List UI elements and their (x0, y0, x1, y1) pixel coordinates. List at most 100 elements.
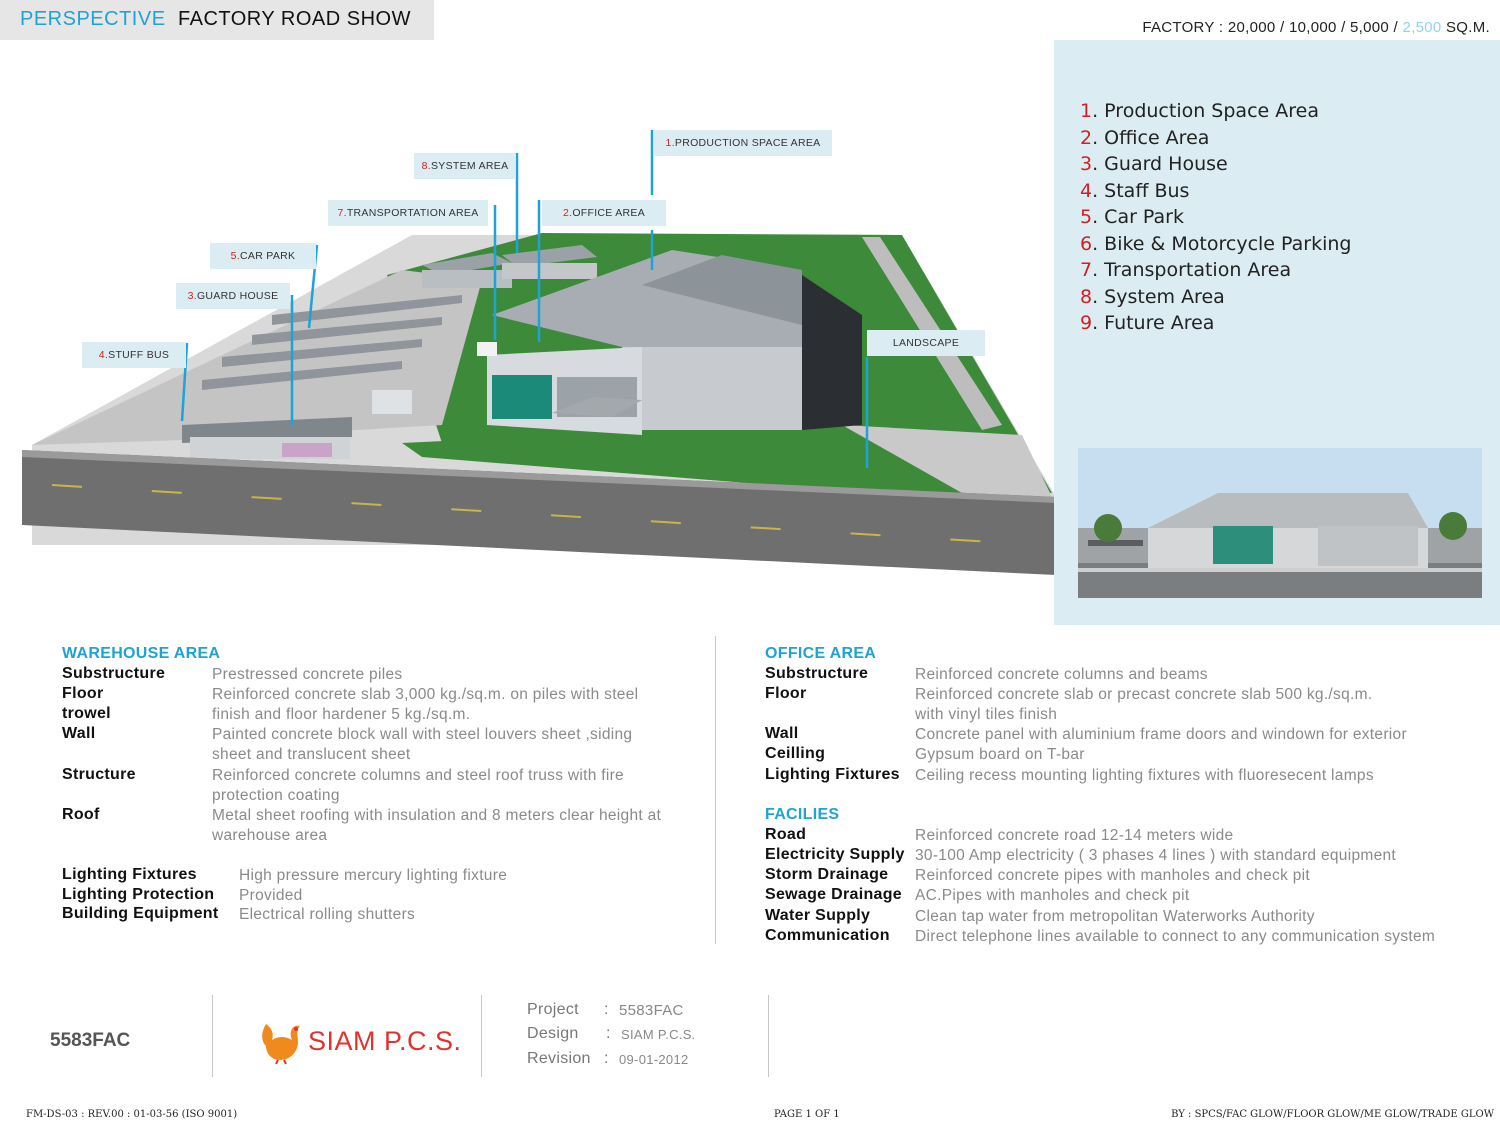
legend-item: 5. Car Park (1080, 206, 1184, 228)
callout-car-park: 5.CAR PARK (210, 243, 316, 269)
spec-value: sheet and translucent sheet (212, 746, 411, 763)
drawing-code: 5583FAC (50, 1030, 131, 1051)
legend-item: 2. Office Area (1080, 126, 1210, 149)
column-divider (715, 636, 716, 944)
rooster-logo-icon (258, 1020, 304, 1065)
legend-item: 3. Guard House (1080, 153, 1228, 175)
spec-value: Clean tap water from metropolitan Waterw… (915, 908, 1315, 925)
revision-label: Revision (527, 1050, 591, 1067)
callout-number: 2. (562, 207, 573, 219)
project-value: 5583FAC (619, 1002, 684, 1019)
factory-sizes: FACTORY : 20,000 / 10,000 / 5,000 / 2,50… (1142, 19, 1490, 36)
callout-label: TRANSPORTATION AREA (346, 207, 479, 219)
spec-value: Gypsum board on T-bar (915, 746, 1085, 763)
spec-value: Reinforced concrete columns and steel ro… (212, 767, 624, 784)
page-title: FACTORY ROAD SHOW (178, 8, 411, 30)
warehouse-area-title: WAREHOUSE AREA (62, 645, 221, 662)
spec-value: Reinforced concrete columns and beams (915, 666, 1208, 683)
spec-key: Roof (62, 806, 100, 823)
spec-value: Reinforced concrete road 12-14 meters wi… (915, 827, 1234, 844)
spec-value: Reinforced concrete pipes with manholes … (915, 867, 1310, 884)
callout-label: OFFICE AREA (572, 207, 646, 219)
callout-transportation-area: 7.TRANSPORTATION AREA (328, 200, 488, 226)
spec-key: Floor (62, 685, 104, 702)
design-label: Design (527, 1025, 579, 1042)
page-number: PAGE 1 OF 1 (774, 1109, 840, 1120)
spec-value: AC.Pipes with manholes and check pit (915, 887, 1190, 904)
legend-item: 8. System Area (1080, 285, 1225, 308)
spec-key: Substructure (765, 665, 869, 682)
callout-system-area: 8.SYSTEM AREA (414, 153, 516, 179)
spec-key: Lighting Fixtures (765, 766, 900, 783)
legend-item: 7. Transportation Area (1080, 259, 1292, 281)
revision-value: 09-01-2012 (619, 1052, 689, 1067)
spec-value: Direct telephone lines available to conn… (915, 928, 1436, 945)
spec-key: Building Equipment (62, 905, 219, 922)
spec-value: finish and floor hardener 5 kg./sq.m. (212, 706, 471, 723)
sizes-prefix: FACTORY : 20,000 / 10,000 / 5,000 / (1142, 19, 1403, 36)
spec-value: Reinforced concrete slab 3,000 kg./sq.m.… (212, 686, 639, 703)
spec-value: High pressure mercury lighting fixture (239, 867, 508, 884)
company-logo-text: SIAM P.C.S. (308, 1026, 462, 1056)
sizes-highlight: 2,500 (1402, 19, 1442, 36)
colon: : (604, 1050, 609, 1067)
spec-value: Concrete panel with aluminium frame door… (915, 726, 1407, 743)
design-value: SIAM P.C.S. (621, 1027, 696, 1042)
site-plan-drawing (22, 130, 1056, 575)
spec-value: Provided (239, 887, 303, 904)
callout-guard-house: 3.GUARD HOUSE (176, 283, 290, 309)
spec-value: Reinforced concrete slab or precast conc… (915, 686, 1373, 703)
callout-number: 3. (187, 290, 197, 302)
facilities-title: FACILIES (765, 806, 840, 823)
spec-value: Metal sheet roofing with insulation and … (212, 807, 662, 824)
callout-label: LANDSCAPE (892, 337, 960, 349)
form-code: FM-DS-03 : REV.00 : 01-03-56 (ISO 9001) (26, 1109, 238, 1120)
title-bar: PERSPECTIVE FACTORY ROAD SHOW (0, 0, 434, 40)
spec-key: Structure (62, 766, 136, 783)
callout-office-area: 2.OFFICE AREA (542, 200, 666, 226)
spec-key: Wall (62, 725, 96, 742)
prepared-by: BY : SPCS/FAC GLOW/FLOOR GLOW/ME GLOW/TR… (1171, 1109, 1494, 1120)
callout-number: 1. (665, 137, 675, 149)
colon: : (604, 1001, 609, 1018)
spec-key: Sewage Drainage (765, 886, 902, 903)
spec-key: Road (765, 826, 807, 843)
footer-divider (481, 995, 482, 1077)
footer-divider (212, 995, 213, 1077)
spec-value: with vinyl tiles finish (915, 706, 1058, 723)
spec-value: Ceiling recess mounting lighting fixture… (915, 767, 1374, 784)
spec-key: Floor (765, 685, 807, 702)
spec-key: Ceilling (765, 745, 826, 762)
title-accent: PERSPECTIVE (20, 8, 166, 30)
spec-value: protection coating (212, 787, 340, 804)
spec-key: Communication (765, 927, 890, 944)
area-legend-list: 1. Production Space Area 2. Office Area … (1080, 98, 1351, 337)
legend-item: 9. Future Area (1080, 312, 1215, 334)
project-label: Project (527, 1001, 579, 1018)
legend-item: 1. Production Space Area (1080, 100, 1319, 122)
spec-key: Substructure (62, 665, 166, 682)
spec-value: Electrical rolling shutters (239, 906, 416, 923)
spec-key: trowel (62, 705, 111, 722)
footer-divider (768, 995, 769, 1077)
callout-label: SYSTEM AREA (430, 160, 509, 172)
callout-number: 4. (98, 349, 109, 361)
legend-item: 4. Staff Bus (1080, 179, 1190, 202)
legend-item: 6. Bike & Motorcycle Parking (1080, 232, 1352, 255)
legend-panel: 1. Production Space Area 2. Office Area … (1054, 40, 1500, 625)
colon: : (606, 1025, 611, 1042)
callout-number: 8. (421, 160, 431, 172)
spec-key: Lighting Fixtures (62, 866, 197, 883)
spec-key: Lighting Protection (62, 886, 215, 903)
spec-key: Storm Drainage (765, 866, 889, 883)
spec-value: Painted concrete block wall with steel l… (212, 726, 633, 743)
callout-number: 5. (230, 250, 241, 262)
callout-label: STUFF BUS (108, 349, 170, 361)
callout-landscape: LANDSCAPE (867, 330, 985, 356)
spec-value: warehouse area (212, 827, 328, 844)
sizes-suffix: SQ.M. (1441, 19, 1490, 36)
aerial-illustration: 1.PRODUCTION SPACE AREA 8.SYSTEM AREA 7.… (22, 125, 1056, 595)
callout-label: GUARD HOUSE (196, 290, 279, 302)
callout-number: 7. (337, 207, 347, 219)
factory-rendering-photo (1078, 448, 1482, 598)
